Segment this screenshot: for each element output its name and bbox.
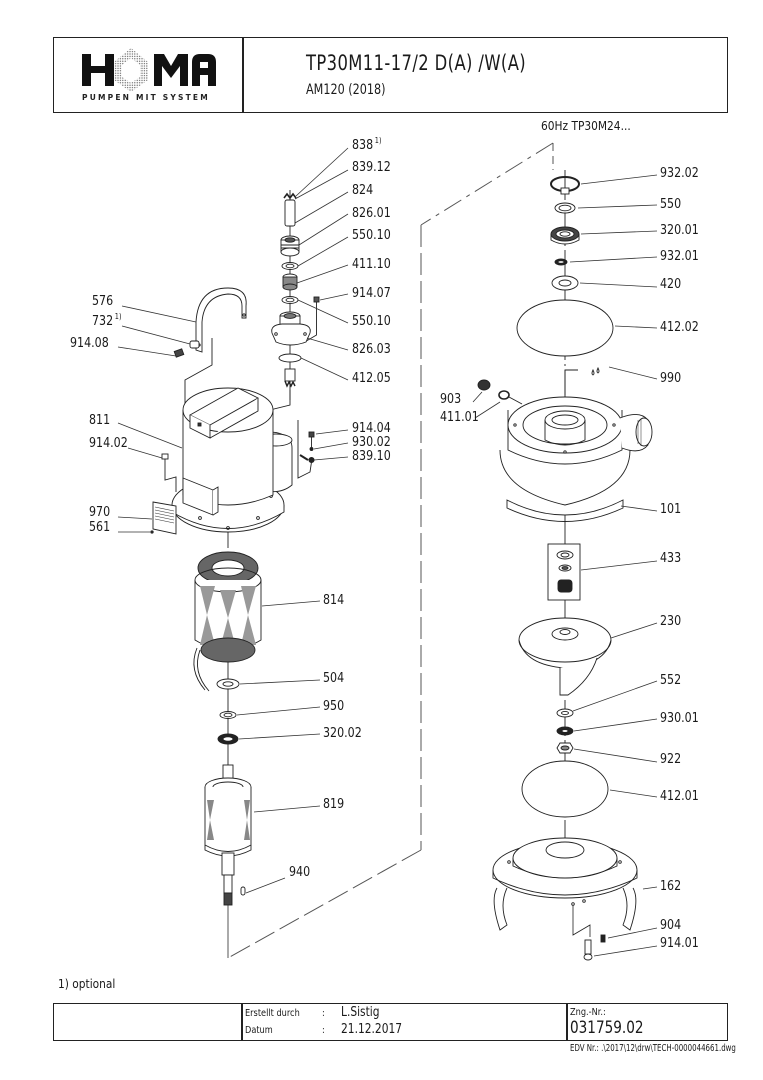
pump-housing <box>477 379 653 522</box>
part-label: 839.10 <box>352 448 391 464</box>
part-label: 550.10 <box>352 313 391 329</box>
part-label: 914.08 <box>70 335 109 351</box>
part-label: 940 <box>289 864 311 880</box>
part-label: 552 <box>660 672 682 688</box>
assembly-link-line <box>227 142 554 959</box>
part-label: 550 <box>660 196 682 212</box>
part-label: 914.02 <box>89 435 128 451</box>
drawing-title: TP30M11-17/2 D(A) /W(A) <box>306 51 527 75</box>
title-divider <box>242 38 244 112</box>
part-label: 411.01 <box>440 409 479 425</box>
drawing-number: 031759.02 <box>570 1018 644 1038</box>
part-label: 903 <box>440 391 462 407</box>
homa-logo: PUMPEN MIT SYSTEM <box>76 48 221 104</box>
mechanical-seal <box>547 515 581 620</box>
date-label: Datum <box>245 1025 273 1036</box>
part-label: 930.01 <box>660 710 699 726</box>
leader-lines <box>117 147 658 957</box>
part-label: 433 <box>660 550 682 566</box>
handle <box>173 287 247 420</box>
part-label: 914.07 <box>352 285 391 301</box>
part-label: 826.03 <box>352 341 391 357</box>
part-label: 932.02 <box>660 165 699 181</box>
rotor <box>204 764 252 906</box>
created-by-label: Erstellt durch <box>245 1008 300 1019</box>
stator <box>193 551 262 820</box>
edv-file-path: EDV Nr.: .\2017\12\drw\TECH-0000044661.d… <box>570 1043 736 1054</box>
title-block: PUMPEN MIT SYSTEM TP30M11-17/2 D(A) /W(A… <box>53 37 728 113</box>
date-value: 21.12.2017 <box>341 1022 403 1037</box>
cable-gland-stack <box>269 190 320 445</box>
part-label: 922 <box>660 751 682 767</box>
part-label: 930.02 <box>352 434 391 450</box>
part-label: 914.01 <box>660 935 699 951</box>
motor-housing <box>150 387 315 548</box>
footnote: 1) optional <box>58 976 116 991</box>
created-by-value: L.Sistig <box>341 1005 380 1020</box>
footer-block: Erstellt durch : L.Sistig Datum : 21.12.… <box>53 1003 728 1041</box>
impeller <box>518 617 612 696</box>
part-label: 990 <box>660 370 682 386</box>
part-label: 826.01 <box>352 205 391 221</box>
part-label: 561 <box>89 519 111 535</box>
impeller-fasteners <box>521 700 609 818</box>
part-label: 420 <box>660 276 682 292</box>
part-label: 950 <box>323 698 345 714</box>
part-label: 824 <box>352 182 374 198</box>
base-stand <box>492 820 638 961</box>
created-by-separator: : <box>322 1008 325 1019</box>
date-separator: : <box>322 1025 325 1036</box>
part-label: 814 <box>323 592 345 608</box>
part-label: 839.12 <box>352 159 391 175</box>
part-label: 412.02 <box>660 319 699 335</box>
part-label: 504 <box>323 670 345 686</box>
variant-note: 60Hz TP30M24... <box>541 118 631 133</box>
part-label: 412.01 <box>660 788 699 804</box>
footer-divider <box>241 1004 243 1040</box>
part-label: 932.01 <box>660 248 699 264</box>
part-label: 320.01 <box>660 222 699 238</box>
part-label: 411.10 <box>352 256 391 272</box>
bearing-stack-lower <box>216 678 240 745</box>
drawing-subtitle: AM120 (2018) <box>306 82 386 98</box>
part-label: 101 <box>660 501 682 517</box>
homa-logo-icon <box>82 48 216 92</box>
part-label: 162 <box>660 878 682 894</box>
part-label: 412.05 <box>352 370 391 386</box>
part-label: 811 <box>89 412 111 428</box>
drawing-number-label: Zng.-Nr.: <box>570 1007 606 1018</box>
part-label: 550.10 <box>352 227 391 243</box>
part-label: 576 <box>92 293 114 309</box>
part-label: 904 <box>660 917 682 933</box>
part-label: 819 <box>323 796 345 812</box>
part-label: 230 <box>660 613 682 629</box>
logo-tagline: PUMPEN MIT SYSTEM <box>82 93 210 102</box>
part-label: 320.02 <box>323 725 362 741</box>
part-label: 914.04 <box>352 420 391 436</box>
part-label: 970 <box>89 504 111 520</box>
footer-divider <box>566 1004 568 1040</box>
